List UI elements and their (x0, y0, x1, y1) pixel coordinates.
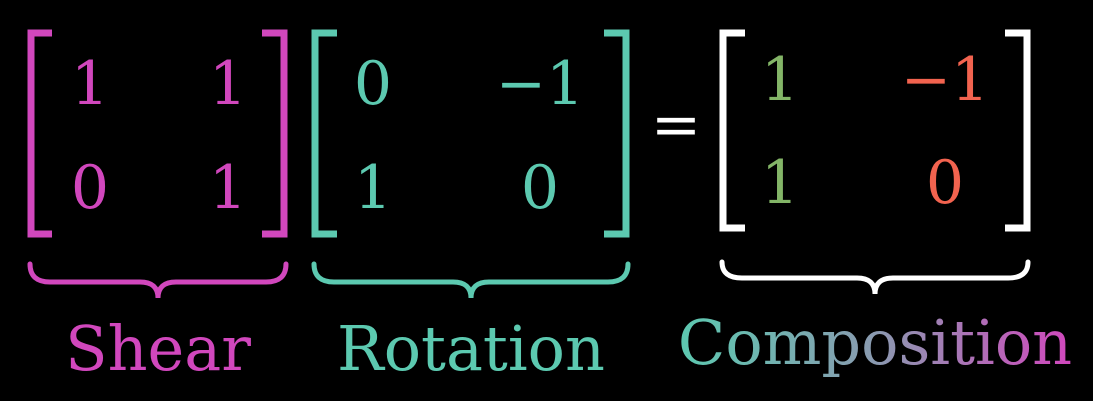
left-bracket (27, 29, 52, 238)
matrix-entry: 1 (761, 148, 799, 218)
equals-sign: = (651, 90, 701, 160)
left-bracket (719, 29, 745, 232)
shear-label: Shear (65, 312, 251, 385)
matrix-entry: 0 (926, 148, 964, 218)
matrix-entry: 1 (761, 45, 799, 115)
matrix-entry: 1 (209, 49, 247, 119)
right-bracket (604, 29, 630, 238)
shear-brace (27, 261, 289, 299)
left-bracket (311, 29, 337, 238)
matrix-entry: 1 (209, 153, 247, 223)
right-bracket (1005, 29, 1031, 232)
shear-matrix: 1 1 0 1 Shear (27, 29, 289, 385)
rotation-matrix: 0 −1 1 0 Rotation (311, 29, 631, 385)
matrix-entry: −1 (901, 45, 989, 115)
composition-label: Composition (678, 306, 1072, 379)
composition-brace (719, 259, 1031, 295)
rotation-brace (311, 261, 631, 299)
matrix-entry: 0 (521, 153, 559, 223)
matrix-entry: 0 (354, 49, 392, 119)
composition-matrix: 1 −1 1 0 Composition (678, 29, 1072, 379)
matrix-entry: −1 (496, 49, 584, 119)
matrix-entry: 0 (71, 153, 109, 223)
matrix-entry: 1 (354, 153, 392, 223)
right-bracket (262, 29, 288, 238)
matrix-entry: 1 (71, 49, 109, 119)
rotation-label: Rotation (337, 312, 605, 385)
